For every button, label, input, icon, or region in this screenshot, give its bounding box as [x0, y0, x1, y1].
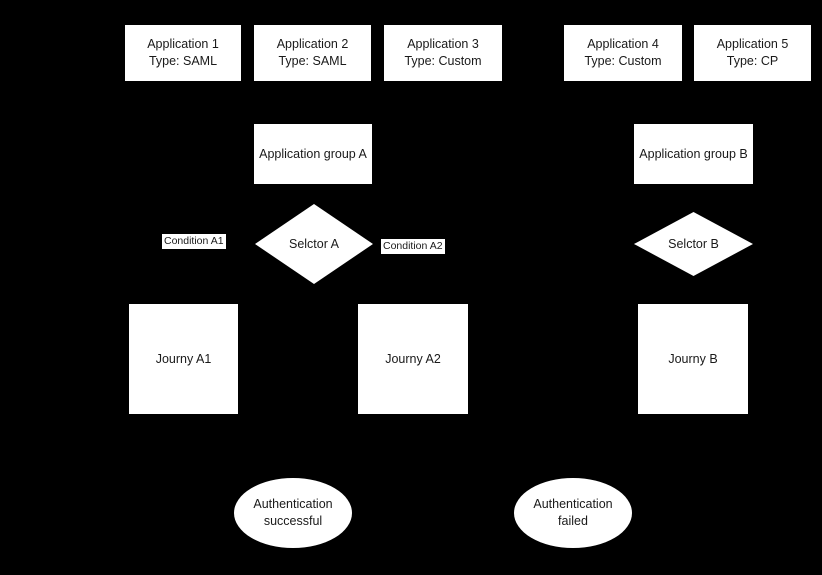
application-box-4[interactable]: Application 4 Type: Custom: [564, 25, 682, 81]
selector-diamond-a[interactable]: Selctor A: [255, 204, 373, 284]
application-group-box-a[interactable]: Application group A: [254, 124, 372, 184]
diamond-shape-a: [255, 204, 373, 284]
application-group-box-b[interactable]: Application group B: [634, 124, 753, 184]
journey-box-a1[interactable]: Journy A1: [129, 304, 238, 414]
diamond-shape-b: [634, 212, 753, 276]
condition-label-a1: Condition A1: [162, 234, 226, 249]
condition-label-a2: Condition A2: [381, 239, 445, 254]
application-box-3[interactable]: Application 3 Type: Custom: [384, 25, 502, 81]
application-box-1[interactable]: Application 1 Type: SAML: [125, 25, 241, 81]
selector-diamond-b[interactable]: Selctor B: [634, 212, 753, 276]
outcome-ellipse-authentication-successful[interactable]: Authentication successful: [234, 478, 352, 548]
application-box-2[interactable]: Application 2 Type: SAML: [254, 25, 371, 81]
outcome-ellipse-authentication-failed[interactable]: Authentication failed: [514, 478, 632, 548]
application-box-5[interactable]: Application 5 Type: CP: [694, 25, 811, 81]
journey-box-b[interactable]: Journy B: [638, 304, 748, 414]
journey-box-a2[interactable]: Journy A2: [358, 304, 468, 414]
